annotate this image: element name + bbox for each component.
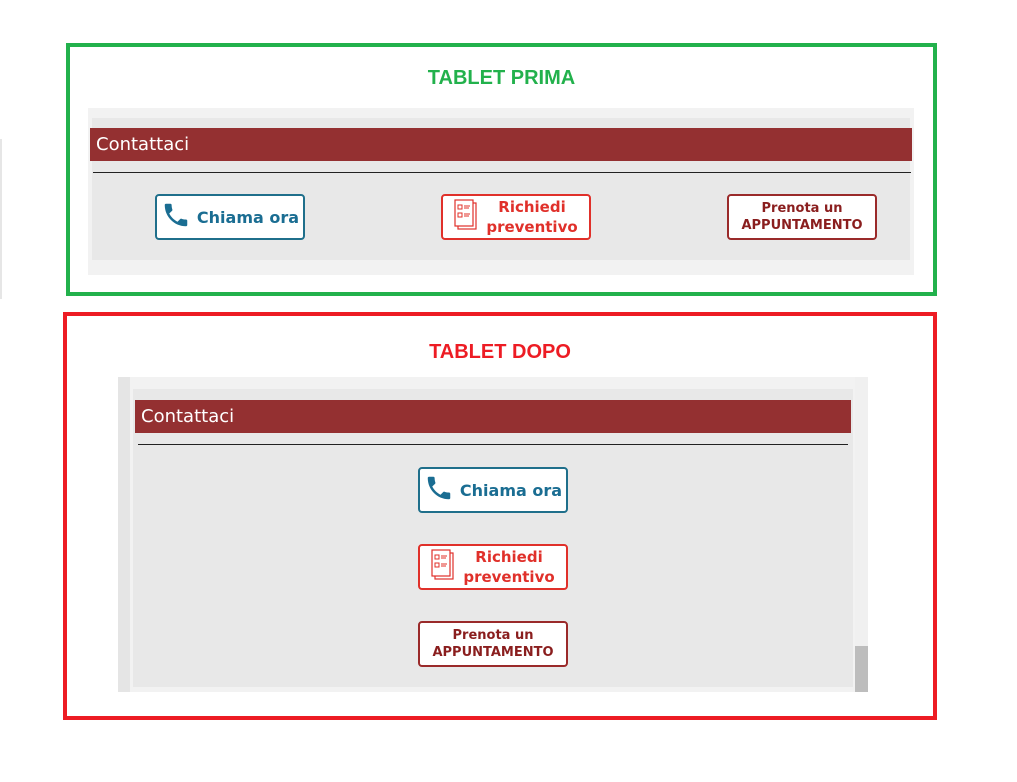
left-edge-marker [0,139,2,299]
scrollbar-thumb[interactable] [855,646,868,692]
before-call-button[interactable]: Chiama ora [155,194,305,240]
after-panel-inner: Contattaci Chiama ora Richiedi preventiv… [133,389,853,687]
after-frame: TABLET DOPO Contattaci Chiama ora Richie… [63,312,937,720]
after-appointment-button[interactable]: Prenota un APPUNTAMENTO [418,621,568,667]
document-checklist-icon [431,548,457,587]
before-divider [93,172,911,173]
after-call-button[interactable]: Chiama ora [418,467,568,513]
after-appt-label-1: Prenota un [452,628,534,643]
after-left-gutter [118,377,130,692]
after-call-label: Chiama ora [459,480,563,500]
before-quote-label-1: Richiedi [498,198,566,216]
before-contact-header: Contattaci [90,128,912,161]
after-contact-header-text: Contattaci [141,406,235,427]
phone-icon [424,473,454,507]
before-contact-header-text: Contattaci [96,134,190,155]
before-appt-label-2: APPUNTAMENTO [741,218,863,233]
after-contact-header: Contattaci [135,400,851,433]
before-title: TABLET PRIMA [427,67,576,89]
after-title: TABLET DOPO [429,341,571,363]
before-quote-label-2: preventivo [486,218,578,236]
after-divider [138,444,848,445]
before-panel-inner: Contattaci Chiama ora Richiedi preventiv… [90,118,912,260]
after-appt-label-2: APPUNTAMENTO [432,645,554,660]
after-quote-button[interactable]: Richiedi preventivo [418,544,568,590]
phone-icon [161,200,191,234]
after-quote-label-1: Richiedi [475,548,543,566]
document-checklist-icon [454,198,480,237]
before-appointment-button[interactable]: Prenota un APPUNTAMENTO [727,194,877,240]
scrollbar-track[interactable] [855,377,868,692]
after-quote-label-2: preventivo [463,568,555,586]
before-frame: TABLET PRIMA Contattaci Chiama ora Richi… [66,43,937,296]
before-panel: Contattaci Chiama ora Richiedi preventiv… [88,108,914,275]
before-quote-button[interactable]: Richiedi preventivo [441,194,591,240]
before-call-label: Chiama ora [196,207,300,227]
before-appt-label-1: Prenota un [761,201,843,216]
after-panel: Contattaci Chiama ora Richiedi preventiv… [118,377,868,692]
